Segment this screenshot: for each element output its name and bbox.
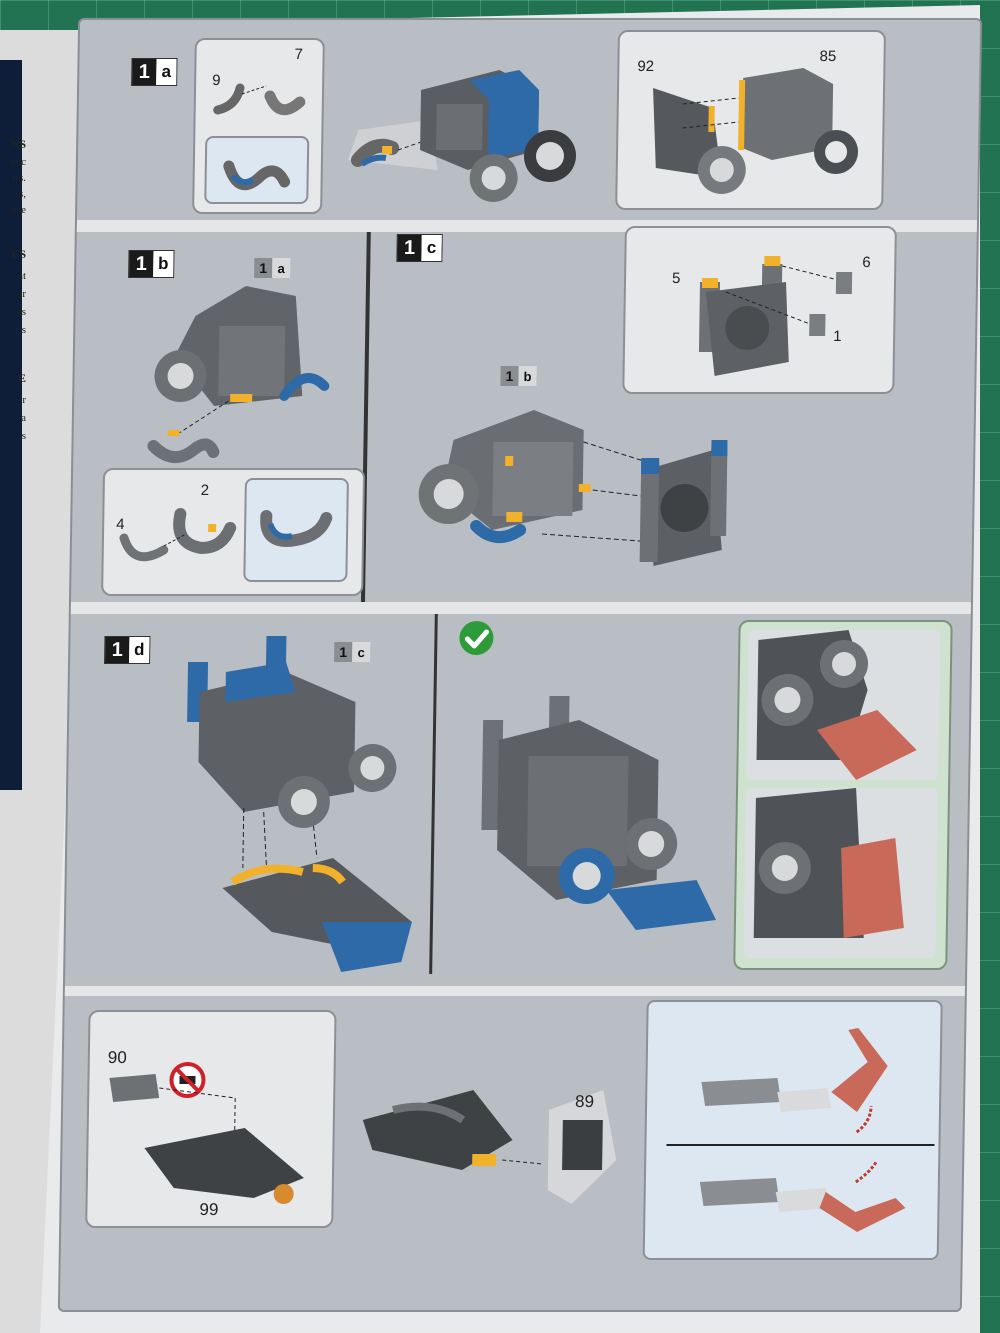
left-page-text-2: stic — [10, 156, 26, 168]
step-letter: d — [129, 637, 150, 663]
step-number: 1 — [105, 637, 130, 663]
step-1d-completed-assembly — [481, 696, 716, 930]
steps-frame: 1 a 9 7 92 85 — [57, 18, 983, 1312]
part-number-2: 2 — [200, 482, 210, 499]
ramp-raised-art — [701, 1028, 888, 1134]
step-number: 1 — [397, 235, 422, 261]
no-glue-icon — [169, 1062, 206, 1098]
part-number-5: 5 — [671, 270, 681, 287]
reference-step-number: 1 — [254, 258, 273, 278]
step-number: 1 — [129, 251, 154, 277]
left-page-text-8: ur — [16, 288, 26, 300]
step-1c-callout: 5 6 1 — [622, 226, 897, 394]
open-ramp-art — [756, 630, 917, 780]
checkmark-icon — [459, 621, 494, 655]
step-letter: a — [156, 59, 177, 85]
row-divider-2 — [70, 602, 971, 614]
part-number-90: 90 — [107, 1048, 127, 1067]
left-page-text-14: s — [21, 430, 26, 442]
parts-5-6-1-art — [698, 256, 853, 376]
reference-step-letter: a — [272, 258, 291, 278]
left-page-text-4: rs, — [15, 188, 26, 200]
left-page-text-3: rts. — [12, 172, 26, 184]
step-1a-right-callout: 92 85 — [615, 30, 886, 210]
step-1b-main-assembly — [147, 286, 330, 463]
hose-parts-4-2 — [119, 508, 237, 562]
left-page-text-6: ES — [11, 247, 26, 261]
orientation-options-inset — [733, 620, 953, 970]
part-number-7: 7 — [294, 46, 304, 63]
left-page-text-7: nt — [17, 270, 26, 282]
ramp-inset-divider — [666, 1144, 935, 1146]
parts-90-99-art — [109, 1074, 304, 1204]
option-open-ramp — [746, 630, 941, 780]
step-1c-reference: 1 b — [500, 366, 537, 386]
step-1b-assembled-inset — [243, 478, 349, 582]
ramp-lowered-art — [699, 1161, 906, 1232]
left-page-blue-strip — [0, 60, 22, 790]
step-1a-label: 1 a — [131, 58, 178, 86]
closed-ramp-art — [753, 788, 904, 938]
step-1b-callout: 2 4 — [101, 468, 366, 596]
part-number-89: 89 — [574, 1092, 595, 1111]
assembled-hose-1a — [223, 160, 291, 191]
step-1b-label: 1 b — [128, 250, 175, 278]
step-1a-left-callout: 9 7 — [192, 38, 325, 214]
left-page-text-12: r — [22, 394, 26, 406]
step-1d-bottom-main-art — [362, 1090, 617, 1204]
step-1b-reference: 1 a — [254, 258, 291, 278]
hose-parts-9-7 — [213, 83, 306, 116]
left-page-text-11: E — [17, 371, 26, 385]
step-1a-main-assembly — [347, 70, 576, 202]
step-1d-bottom-left-callout: 90 99 — [85, 1010, 337, 1228]
reference-step-letter: b — [518, 366, 537, 386]
part-number-85: 85 — [819, 48, 837, 65]
reference-step-number: 1 — [500, 366, 519, 386]
option-closed-ramp — [743, 788, 939, 958]
left-page-text-5: use — [11, 204, 26, 216]
left-page-text-1: NS — [10, 137, 26, 151]
left-page-text-9: es — [16, 306, 26, 318]
ramp-movement-inset — [642, 1000, 943, 1260]
step-1c-label: 1 c — [396, 234, 443, 262]
step-1c-main-assembly — [418, 410, 728, 566]
row-divider-3 — [64, 986, 965, 996]
step-1d-main-assembly — [187, 636, 412, 972]
left-page-text-13: a — [21, 412, 26, 424]
step-1a-assembled-inset — [204, 136, 310, 204]
step-letter: b — [153, 251, 174, 277]
column-divider-1d — [429, 614, 438, 974]
left-page-text-10: ns — [16, 324, 26, 336]
assembled-hose-1b — [260, 510, 333, 547]
step-letter: c — [421, 235, 442, 261]
step-number: 1 — [132, 59, 157, 85]
parts-92-85-art — [653, 68, 859, 194]
step-1d-label: 1 d — [104, 636, 151, 664]
